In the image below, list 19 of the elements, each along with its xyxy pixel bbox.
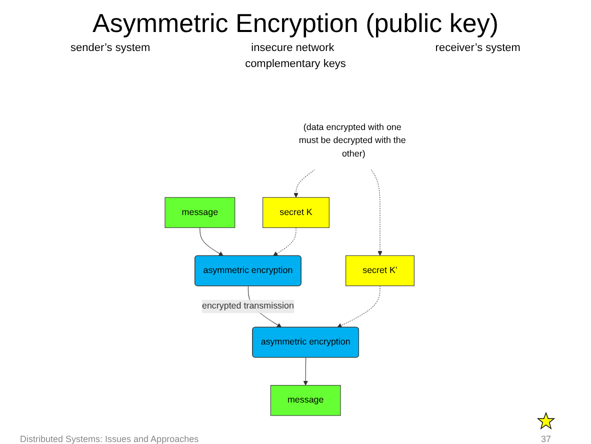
arrow bbox=[272, 227, 296, 256]
node-box: message bbox=[164, 197, 235, 228]
arrow bbox=[293, 169, 316, 198]
column-heading: insecure network bbox=[251, 42, 334, 54]
arrow bbox=[199, 227, 224, 256]
arrow bbox=[370, 169, 382, 256]
slide-title: Asymmetric Encryption (public key) bbox=[92, 8, 500, 38]
node-box: secret K’ bbox=[345, 255, 414, 286]
arrow bbox=[302, 357, 308, 386]
edge-label: encrypted transmission bbox=[202, 301, 294, 311]
arrow bbox=[336, 286, 380, 328]
node-text: (data encrypted with one must be decrypted with the other) bbox=[298, 122, 406, 159]
column-heading: sender’s system bbox=[70, 42, 150, 54]
note-text: complementary keys bbox=[245, 58, 346, 70]
page-number: 37 bbox=[540, 434, 551, 444]
footer-text: Distributed Systems: Issues and Approaches bbox=[20, 434, 199, 444]
column-heading: receiver’s system bbox=[435, 42, 520, 54]
node-box: secret K bbox=[262, 197, 330, 228]
node-box: message bbox=[270, 385, 341, 416]
